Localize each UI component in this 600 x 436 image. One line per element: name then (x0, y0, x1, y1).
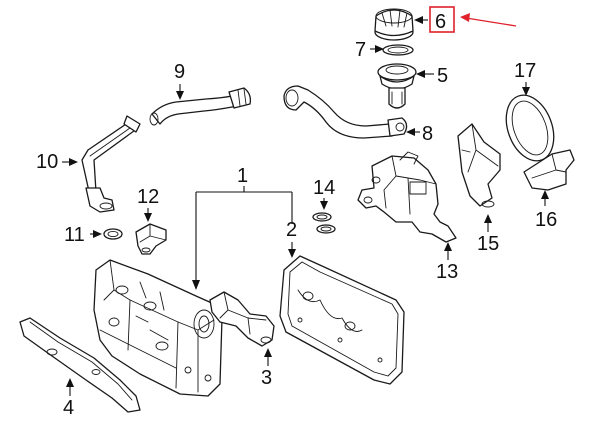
callout-6-highlight-box (429, 6, 455, 33)
arrowhead-16 (541, 190, 549, 199)
small-o-ring-11 (103, 228, 123, 240)
callout-1: 1 (237, 165, 248, 187)
highlight-pointer-arrowhead (460, 13, 470, 22)
breather-hose-left (149, 87, 252, 126)
arrowhead-17 (522, 87, 530, 96)
callout-15: 15 (477, 233, 499, 255)
arrowhead-8 (406, 128, 415, 136)
arrowhead-14 (320, 201, 328, 210)
arrowhead-15 (484, 214, 492, 223)
arrowhead-12 (144, 213, 152, 222)
arrowhead-7 (375, 45, 384, 53)
leader-1 (195, 186, 293, 284)
arrowhead-10 (69, 158, 78, 166)
callout-5: 5 (437, 65, 448, 87)
gasket-strip-4 (19, 317, 141, 413)
large-seal-ring (505, 94, 555, 162)
callout-6: 6 (435, 11, 446, 33)
cover-16 (523, 149, 575, 191)
arrowhead-6 (414, 16, 423, 24)
callout-16: 16 (535, 209, 557, 231)
callout-17: 17 (514, 60, 536, 82)
cylinder-head-cover (93, 259, 223, 397)
callout-11: 11 (64, 224, 85, 246)
bracket-3 (209, 291, 275, 347)
arrowhead-4 (66, 378, 74, 387)
oil-filler-neck (377, 63, 417, 109)
arrowhead-2 (288, 249, 296, 258)
arrowhead-13 (444, 242, 452, 251)
arrowhead-9 (176, 91, 184, 100)
arrowhead-1 (192, 280, 200, 290)
cap-seal-ring (382, 44, 414, 56)
pcv-hose-right (283, 85, 408, 139)
callout-2: 2 (286, 219, 297, 241)
callout-10: 10 (36, 151, 58, 173)
callout-8: 8 (422, 123, 433, 145)
sensor-12 (135, 223, 167, 255)
callout-12: 12 (137, 186, 159, 208)
highlight-pointer-arrow (465, 17, 517, 27)
rings-14 (312, 212, 336, 234)
arrowhead-11 (93, 230, 102, 238)
arrowhead-3 (264, 348, 272, 357)
callout-14: 14 (313, 177, 335, 199)
callout-7: 7 (355, 39, 366, 61)
oil-separator-15 (457, 123, 501, 208)
arrowhead-5 (416, 70, 425, 78)
valve-cover-gasket (279, 255, 405, 385)
callout-4: 4 (63, 397, 74, 419)
breather-tube (81, 115, 141, 213)
separator-housing-13 (357, 151, 457, 243)
callout-3: 3 (261, 367, 272, 389)
callout-13: 13 (436, 261, 458, 283)
callout-9: 9 (174, 61, 185, 83)
oil-filler-cap (374, 8, 414, 41)
